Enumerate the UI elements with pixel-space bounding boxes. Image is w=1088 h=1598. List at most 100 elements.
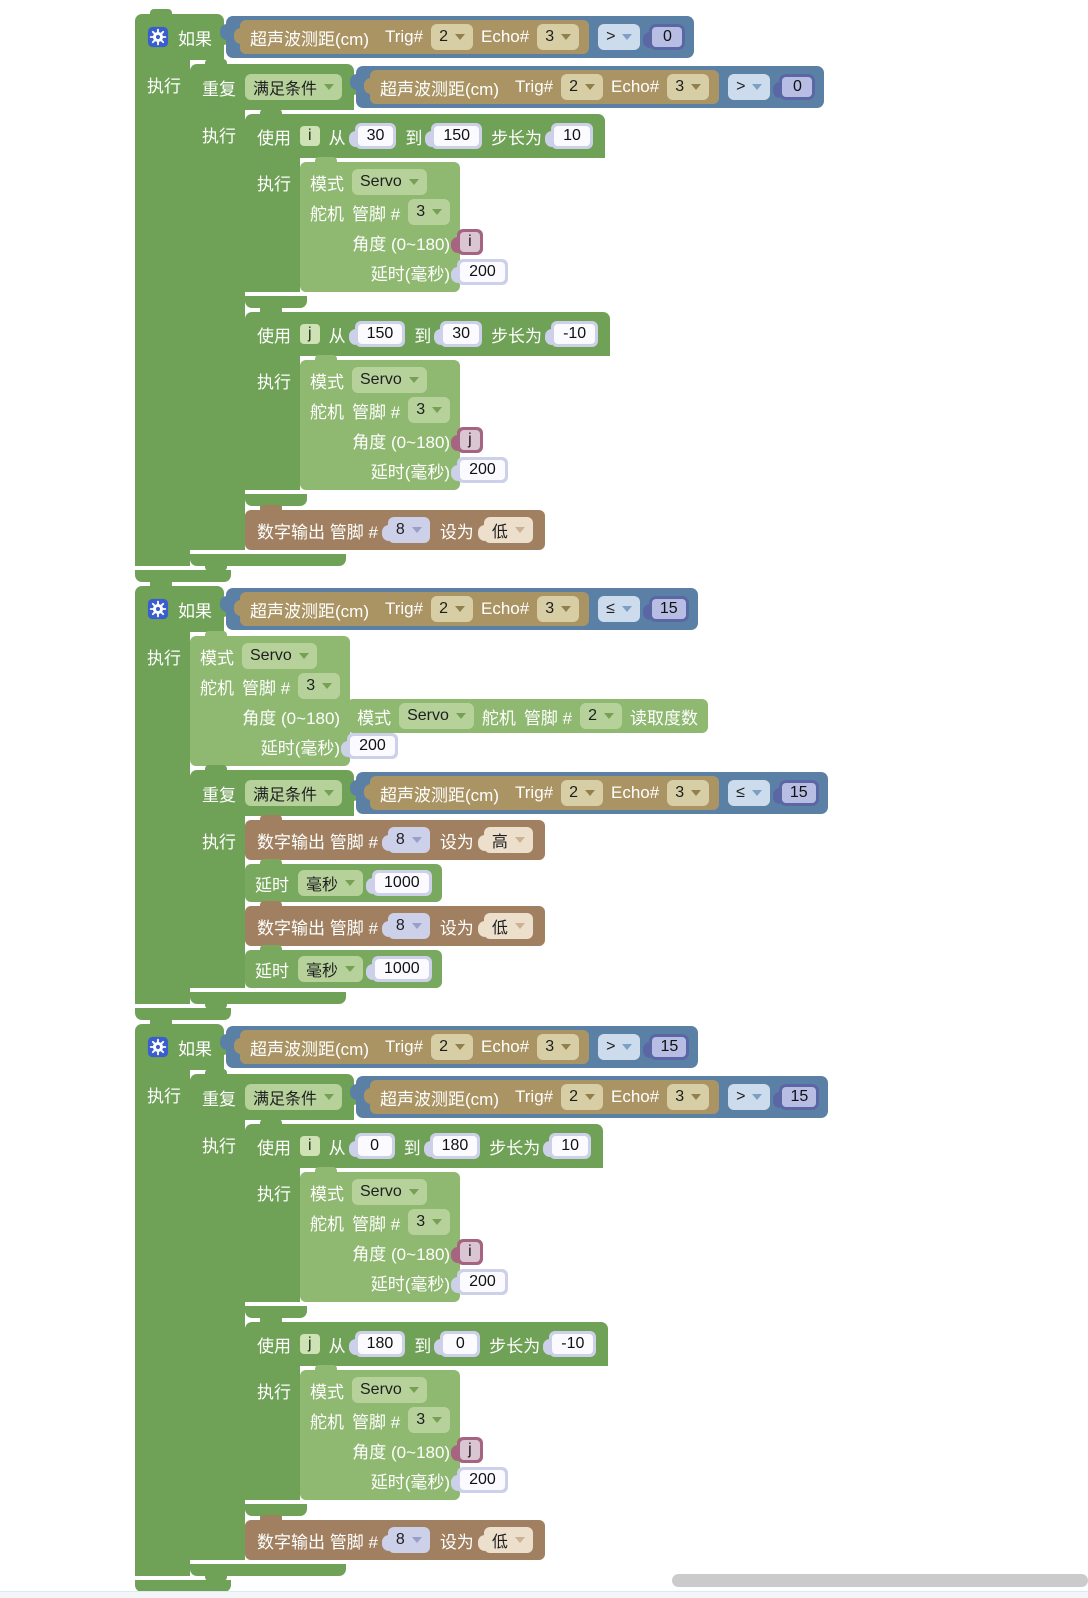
repeat-mode-dropdown[interactable]: 满足条件 — [245, 780, 343, 806]
operator-dropdown[interactable]: > — [728, 74, 771, 100]
number-field[interactable]: 200 — [460, 460, 505, 480]
trig-pin-dropdown[interactable]: 2 — [561, 780, 604, 806]
number-shadow-block[interactable]: 200 — [451, 1269, 508, 1295]
pin-dropdown[interactable]: 8 — [381, 1527, 430, 1553]
number-shadow-block[interactable]: 10 — [543, 1133, 592, 1159]
servo-pin-dropdown[interactable]: 2 — [580, 703, 622, 729]
servo-mode-dropdown[interactable]: Servo — [352, 1179, 427, 1205]
number-shadow-block[interactable]: 30 — [348, 123, 397, 149]
servo-mode-dropdown[interactable]: Servo — [352, 1377, 427, 1403]
if1-header-segment[interactable]: 如果 — [135, 9, 230, 60]
compare-block[interactable]: 超声波测距(cm) Trig# 2 Echo# 3 ≤ 15 — [350, 772, 828, 814]
gear-icon[interactable] — [147, 598, 169, 620]
number-field[interactable]: 200 — [460, 1470, 505, 1490]
repeat-mode-dropdown[interactable]: 满足条件 — [245, 74, 343, 100]
ultrasonic-block[interactable]: 超声波测距(cm) Trig# 2 Echo# 3 — [364, 1080, 720, 1114]
number-block[interactable]: 15 — [773, 1084, 820, 1110]
digital-write-block[interactable]: 数字输出 管脚 # 8 设为 低 — [245, 1515, 545, 1560]
number-shadow-block[interactable]: 0 — [348, 1133, 395, 1159]
number-field[interactable]: 200 — [350, 736, 395, 756]
servo-mode-dropdown[interactable]: Servo — [399, 703, 474, 729]
echo-pin-dropdown[interactable]: 3 — [667, 1084, 710, 1110]
number-block[interactable]: 0 — [773, 74, 816, 100]
pin-dropdown[interactable]: 8 — [381, 827, 430, 853]
horizontal-scrollbar[interactable] — [672, 1574, 1088, 1587]
number-block[interactable]: 15 — [643, 1034, 690, 1060]
for-header[interactable]: 使用 j 从 180 到 0 步长为 -10 — [245, 1317, 609, 1366]
echo-pin-dropdown[interactable]: 3 — [667, 74, 710, 100]
number-field[interactable]: 1000 — [375, 959, 429, 979]
servo-pin-dropdown[interactable]: 3 — [298, 673, 341, 699]
unit-dropdown[interactable]: 毫秒 — [298, 870, 364, 896]
operator-dropdown[interactable]: ≤ — [728, 780, 770, 806]
for-header[interactable]: 使用 i 从 30 到 150 步长为 10 — [245, 109, 605, 158]
number-shadow-block[interactable]: 200 — [451, 457, 508, 483]
number-block[interactable]: 15 — [642, 596, 689, 622]
digital-write-block[interactable]: 数字输出 管脚 # 8 设为 高 — [245, 815, 545, 860]
gear-icon[interactable] — [147, 26, 169, 48]
number-shadow-block[interactable]: 180 — [423, 1133, 481, 1159]
digital-write-block[interactable]: 数字输出 管脚 # 8 设为 低 — [245, 901, 545, 946]
number-field[interactable]: 30 — [357, 126, 394, 146]
number-shadow-block[interactable]: -10 — [543, 1331, 597, 1357]
ultrasonic-block[interactable]: 超声波测距(cm) Trig# 2 Echo# 3 — [233, 20, 590, 54]
for-loop-block-i[interactable]: 使用 i 从 0 到 180 步长为 10 — [245, 1119, 604, 1323]
servo-read-block[interactable]: 模式 Servo 舵机 管脚 # 2 读取度数 — [341, 699, 708, 733]
echo-pin-dropdown[interactable]: 3 — [537, 24, 580, 50]
for-header[interactable]: 使用 i 从 0 到 180 步长为 10 — [245, 1119, 604, 1168]
number-field[interactable]: 15 — [782, 1087, 817, 1107]
number-shadow-block[interactable]: 150 — [425, 123, 483, 149]
trig-pin-dropdown[interactable]: 2 — [431, 24, 473, 50]
operator-dropdown[interactable]: > — [598, 24, 641, 50]
number-block[interactable]: 15 — [772, 780, 819, 806]
if-block-1[interactable]: 如果 超声波测距(cm) Trig# 2 Echo# 3 > 0 执行 — [135, 9, 828, 587]
number-field[interactable]: 10 — [552, 1136, 589, 1156]
repeat-mode-dropdown[interactable]: 满足条件 — [245, 1084, 343, 1110]
servo-pin-dropdown[interactable]: 3 — [408, 199, 451, 225]
repeat-while-block[interactable]: 重复 满足条件 超声波测距(cm) Trig# 2 Echo# 3 ≤ — [190, 765, 828, 1009]
number-shadow-block[interactable]: 0 — [434, 1331, 481, 1357]
if-block-3[interactable]: 如果 超声波测距(cm) Trig# 2 Echo# 3 > 15 执行 — [135, 1019, 829, 1597]
ultrasonic-block[interactable]: 超声波测距(cm) Trig# 2 Echo# 3 — [233, 592, 590, 626]
number-field[interactable]: 180 — [357, 1334, 403, 1354]
if2-header-segment[interactable]: 如果 — [135, 581, 230, 632]
number-field[interactable]: 200 — [460, 1272, 505, 1292]
trig-pin-dropdown[interactable]: 2 — [431, 1034, 473, 1060]
operator-dropdown[interactable]: ≤ — [598, 596, 640, 622]
loop-variable-field[interactable]: j — [300, 324, 320, 344]
number-shadow-block[interactable]: -10 — [545, 321, 599, 347]
echo-pin-dropdown[interactable]: 3 — [667, 780, 710, 806]
digital-write-block[interactable]: 数字输出 管脚 # 8 设为 低 — [245, 505, 545, 550]
number-block[interactable]: 0 — [643, 24, 686, 50]
number-shadow-block[interactable]: 1000 — [366, 870, 432, 896]
number-field[interactable]: -10 — [552, 1334, 594, 1354]
number-shadow-block[interactable]: 200 — [451, 1467, 508, 1493]
compare-block[interactable]: 超声波测距(cm) Trig# 2 Echo# 3 > 15 — [219, 1026, 699, 1068]
number-field[interactable]: 180 — [432, 1136, 478, 1156]
number-field[interactable]: 0 — [443, 1334, 478, 1354]
variable-value-block[interactable]: i — [451, 229, 483, 255]
servo-pin-dropdown[interactable]: 3 — [408, 1407, 451, 1433]
number-field[interactable]: 0 — [357, 1136, 392, 1156]
number-field[interactable]: 150 — [434, 126, 480, 146]
level-dropdown[interactable]: 低 — [477, 1527, 533, 1553]
number-field[interactable]: 200 — [460, 262, 505, 282]
number-shadow-block[interactable]: 200 — [451, 259, 508, 285]
number-field[interactable]: 15 — [652, 1037, 687, 1057]
pin-dropdown[interactable]: 8 — [381, 517, 430, 543]
servo-pin-dropdown[interactable]: 3 — [408, 1209, 451, 1235]
ultrasonic-block[interactable]: 超声波测距(cm) Trig# 2 Echo# 3 — [364, 776, 720, 810]
echo-pin-dropdown[interactable]: 3 — [537, 1034, 580, 1060]
compare-block[interactable]: 超声波测距(cm) Trig# 2 Echo# 3 > 0 — [219, 16, 695, 58]
echo-pin-dropdown[interactable]: 3 — [537, 596, 580, 622]
loop-variable-field[interactable]: i — [300, 126, 320, 146]
variable-value-block[interactable]: j — [451, 427, 483, 453]
number-field[interactable]: 10 — [554, 126, 590, 146]
loop-variable-field[interactable]: i — [300, 1136, 320, 1156]
operator-dropdown[interactable]: > — [598, 1034, 641, 1060]
trig-pin-dropdown[interactable]: 2 — [561, 74, 604, 100]
